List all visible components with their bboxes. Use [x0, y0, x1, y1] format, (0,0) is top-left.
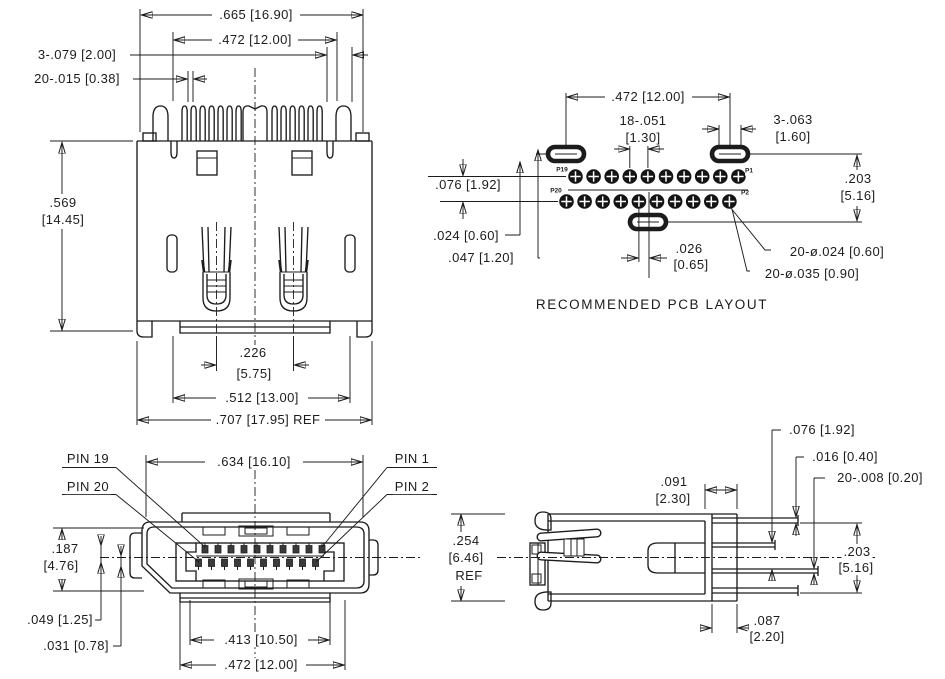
- dim-flange-mm: [2.30]: [653, 491, 693, 507]
- pin1-label: PIN 1: [392, 451, 432, 467]
- dim-tail-mm: [2.20]: [747, 629, 787, 645]
- side-view-drawing: [497, 511, 875, 611]
- plug-view-dimensions: [53, 455, 437, 670]
- contact-housing: [175, 542, 345, 582]
- bottom-contact-row: [195, 558, 319, 567]
- dim-side-height-ref: REF: [453, 568, 485, 584]
- dim-flange-in: .091: [658, 474, 690, 490]
- dim-pin-span-mm: [5.16]: [836, 560, 876, 576]
- pin2-label: PIN 2: [392, 479, 432, 495]
- dim-slot-span: .472 [12.00]: [609, 89, 687, 105]
- mount-slot-bottom: [630, 215, 666, 229]
- dim-contact-span: .472 [12.00]: [216, 32, 294, 48]
- through-hole-pins: [712, 515, 819, 596]
- dim-depth-b: .031 [0.78]: [41, 638, 111, 654]
- dim-slot-count: 3-.063: [771, 112, 815, 128]
- dim-plug-height-in: .187: [49, 541, 81, 557]
- dim-drill: 20-ø.024 [0.60]: [787, 244, 887, 260]
- dim-side-height-mm: [6.46]: [446, 550, 486, 566]
- dim-offset-a: .024 [0.60]: [431, 228, 501, 244]
- dim-span-mm: [5.16]: [838, 188, 878, 204]
- dim-tail-in: .087: [751, 613, 783, 629]
- dim-depth-a: .049 [1.25]: [25, 612, 95, 628]
- dim-pad: 20-ø.035 [0.90]: [762, 266, 862, 282]
- dim-thin-teeth: 20-.015 [0.38]: [32, 71, 122, 87]
- dim-pitch-count: 18-.051: [617, 113, 669, 129]
- dim-latch-mm: [5.75]: [234, 366, 274, 382]
- dim-side-height-in: .254: [450, 533, 482, 549]
- dim-row-gap: .076 [1.92]: [433, 177, 503, 193]
- pcb-layout-drawing: [536, 147, 862, 229]
- dim-plug-width: .634 [16.10]: [215, 454, 293, 470]
- dim-latch-in: .226: [237, 345, 269, 361]
- pad-label-p1: P1: [745, 167, 753, 176]
- dim-pin-span-in: .203: [841, 544, 873, 560]
- dim-offset-b: .047 [1.20]: [446, 250, 516, 266]
- dim-overall-width: .707 [17.95] REF: [213, 412, 323, 428]
- dim-opening-width: .472 [12.00]: [222, 657, 300, 673]
- dim-body-width: .512 [13.00]: [223, 390, 301, 406]
- dim-height-in: .569: [47, 195, 79, 211]
- comb-teeth: [181, 105, 323, 141]
- pad-label-p19: P19: [556, 166, 568, 175]
- dim-plug-height-mm: [4.76]: [41, 558, 81, 574]
- pad-label-p20: P20: [550, 187, 562, 196]
- dim-contact-width: .413 [10.50]: [222, 632, 300, 648]
- pin20-label: PIN 20: [64, 479, 112, 495]
- pcb-layout-dimensions: [428, 93, 857, 278]
- pin19-label: PIN 19: [64, 451, 112, 467]
- dim-slot-mm: [1.60]: [773, 129, 813, 145]
- pcb-pads: [558, 168, 747, 210]
- dim-height-mm: [14.45]: [39, 212, 87, 228]
- plug-view-drawing: [100, 470, 420, 668]
- dim-span-in: .203: [842, 171, 874, 187]
- dim-wide-teeth: 3-.079 [2.00]: [35, 47, 119, 63]
- side-view-dimensions: [451, 429, 862, 633]
- front-view-dimensions: [50, 9, 373, 425]
- top-contact-row: [201, 545, 326, 554]
- dim-pin-thickness: 20-.008 [0.20]: [835, 470, 925, 486]
- dim-stagger-mm: [0.65]: [671, 257, 711, 273]
- emi-spring: [536, 528, 602, 564]
- mount-slot-right: [712, 147, 748, 161]
- pad-label-p2: P2: [741, 189, 749, 198]
- dim-pitch-mm: [1.30]: [623, 130, 663, 146]
- dim-stagger-in: .026: [673, 241, 705, 257]
- dim-pin-gap: .076 [1.92]: [787, 422, 857, 438]
- dim-pin-step: .016 [0.40]: [810, 449, 880, 465]
- dim-shell-width: .665 [16.90]: [217, 7, 295, 23]
- pcb-layout-caption: RECOMMENDED PCB LAYOUT: [533, 296, 771, 313]
- front-view-drawing: [136, 68, 373, 345]
- mount-slot-left: [548, 147, 584, 161]
